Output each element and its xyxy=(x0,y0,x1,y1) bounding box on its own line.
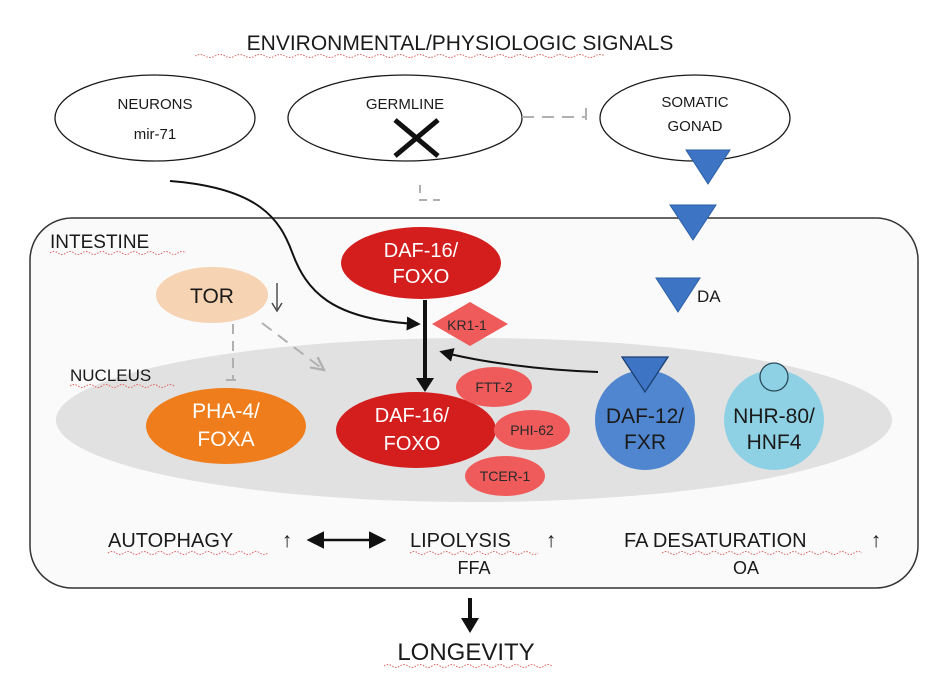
daf12-line1: DAF-12/ xyxy=(606,405,684,428)
nucleus-label: NUCLEUS xyxy=(70,366,151,385)
somatic-gonad-node: SOMATIC GONAD xyxy=(599,74,791,162)
longevity-label: LONGEVITY xyxy=(397,639,534,666)
tor-pha4-inhibition xyxy=(226,324,240,381)
gonad-signal-triangle-1 xyxy=(685,149,731,185)
somatic-label: SOMATIC xyxy=(661,94,728,111)
oa-label: OA xyxy=(733,558,759,578)
daf16-cyto-line1: DAF-16/ xyxy=(384,240,459,262)
germline-daf16-dashed-link xyxy=(419,185,440,201)
nhr80-line1: NHR-80/ xyxy=(733,405,815,428)
pha4-line1: PHA-4/ xyxy=(192,400,260,423)
autophagy-label: AUTOPHAGY xyxy=(108,530,233,552)
ftt2-label: FTT-2 xyxy=(475,379,513,395)
lipolysis-label: LIPOLYSIS xyxy=(410,530,511,552)
tcer1-label: TCER-1 xyxy=(480,468,531,484)
nhr80-ligand-circle xyxy=(759,362,789,392)
daf16-nuc-line2: FOXO xyxy=(384,433,441,455)
ftt2-node xyxy=(456,367,532,407)
germline-gonad-dashed-link xyxy=(522,108,587,127)
kr1-node xyxy=(432,302,508,346)
autophagy-up-arrow-icon: ↑ xyxy=(282,529,293,552)
daf16-cyto-line2: FOXO xyxy=(393,266,450,288)
fa-desaturation-label: FA DESATURATION xyxy=(624,530,807,552)
title-spellcheck-underline xyxy=(194,54,606,58)
pha4-line2: FOXA xyxy=(197,428,254,451)
tor-label: TOR xyxy=(190,285,234,308)
germline-node: GERMLINE xyxy=(287,74,523,162)
neurons-to-kr1-arrow xyxy=(169,180,421,331)
fa-desaturation-up-arrow-icon: ↑ xyxy=(871,529,882,552)
gonad-label: GONAD xyxy=(667,118,722,135)
daf16-nuc-line1: DAF-16/ xyxy=(375,405,450,427)
germline-removed-x-icon xyxy=(393,118,440,158)
daf12-bound-da-triangle xyxy=(620,356,670,394)
gonad-signal-triangle-2 xyxy=(669,204,717,241)
da-triangle xyxy=(655,277,701,313)
tor-down-arrow-icon xyxy=(271,283,283,313)
ffa-label: FFA xyxy=(457,558,490,578)
pha4-node xyxy=(146,388,306,464)
phi62-node xyxy=(494,410,570,450)
tor-daf16-inhibition xyxy=(261,322,324,370)
germline-label: GERMLINE xyxy=(366,96,444,113)
tor-node xyxy=(156,267,268,323)
daf16-translocation-arrowhead xyxy=(416,378,434,392)
mir71-label: mir-71 xyxy=(134,126,177,143)
daf12-line2: FXR xyxy=(624,431,666,454)
neurons-label: NEURONS xyxy=(117,96,192,113)
kr1-label: KR1-1 xyxy=(447,317,487,333)
daf16-nuclear-node xyxy=(336,392,496,468)
neurons-node: NEURONS mir-71 xyxy=(54,74,256,162)
intestine-spellcheck-underline xyxy=(49,251,187,255)
intestine-label: INTESTINE xyxy=(50,232,149,253)
daf12-to-daf16-arrow xyxy=(439,348,599,373)
diagram-title: ENVIRONMENTAL/PHYSIOLOGIC SIGNALS xyxy=(247,32,674,55)
da-label: DA xyxy=(697,287,721,306)
autophagy-spellcheck-underline xyxy=(107,551,269,555)
nhr80-line2: HNF4 xyxy=(747,431,802,454)
tcer1-node xyxy=(465,456,545,496)
nhr80-node xyxy=(724,370,824,470)
phi62-label: PHI-62 xyxy=(510,422,554,438)
nucleus-spellcheck-underline xyxy=(69,384,175,388)
longevity-arrowhead xyxy=(461,618,479,633)
lipolysis-up-arrow-icon: ↑ xyxy=(546,529,557,552)
daf12-node xyxy=(595,370,695,470)
daf16-cytoplasmic-node xyxy=(341,227,501,299)
